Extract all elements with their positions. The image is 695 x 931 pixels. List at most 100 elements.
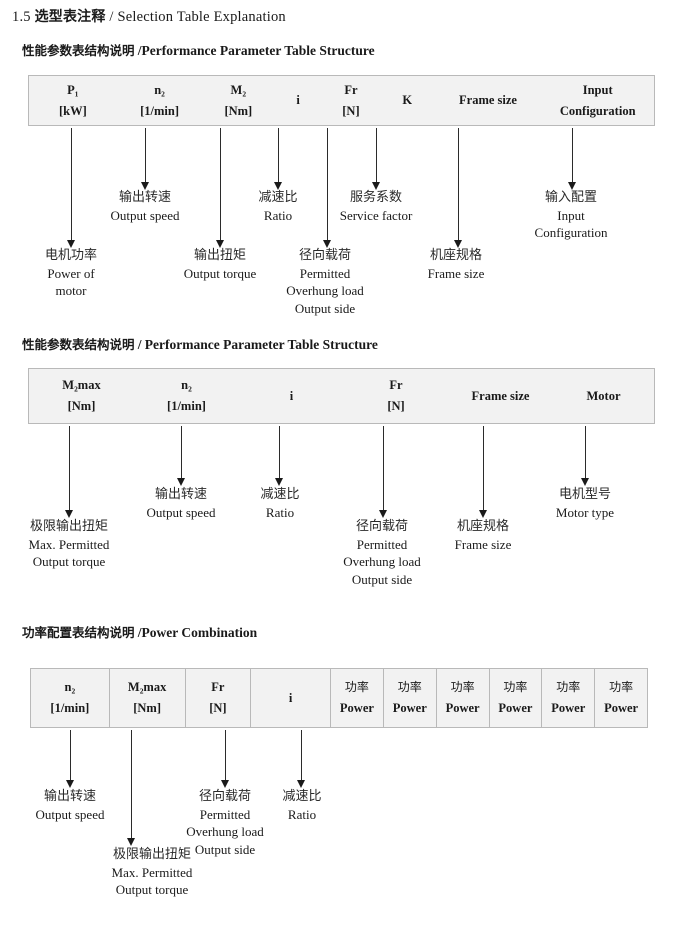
page-title-cn: 选型表注释 [34, 9, 106, 25]
section-3-heading-sep: / [137, 625, 142, 640]
note-permitted-overhung-load-en-1: Permitted [299, 265, 351, 281]
note-permitted-overhung-load-2-en-3: Output side [351, 571, 413, 587]
arrow-to-output-speed [140, 128, 151, 190]
table3-col-fr: Fr [N] [184, 669, 251, 727]
note-ratio-2: 减速比 Ratio [260, 486, 299, 521]
arrow-to-frame-size-2 [478, 426, 489, 518]
table3-col-m2max: M₂max [Nm] [108, 669, 185, 727]
table3-col-power-6-cn: 功率 [609, 679, 634, 694]
section-1-heading-cn: 性能参数表结构说明 [22, 43, 135, 58]
note-frame-size-2-cn: 机座规格 [456, 519, 510, 534]
table2-col-motor-label: Motor [586, 388, 621, 403]
table1-col-fr-unit: [N] [342, 103, 360, 118]
note-max-permitted-output-torque-3-en-1: Max. Permitted [111, 864, 193, 880]
table3-col-power-5-en: Power [551, 700, 586, 715]
page-title: 1.5 选型表注释 / Selection Table Explanation [12, 6, 286, 26]
table3-col-fr-unit: [N] [209, 701, 227, 715]
note-ratio-2-en: Ratio [265, 504, 295, 520]
table2-col-m2max-unit: [Nm] [67, 399, 96, 413]
table1-col-input-configuration-line1: Input [582, 82, 613, 97]
table3-col-power-2: 功率 Power [382, 669, 436, 727]
section-2-heading-sep: / [137, 337, 142, 352]
table1-col-n2: n₂ [1/min] [117, 76, 203, 125]
table1-col-fr: Fr [N] [322, 76, 380, 125]
arrow-to-service-factor [371, 128, 382, 190]
note-permitted-overhung-load-2-en-2: Overhung load [343, 554, 421, 570]
table1-col-i-symbol: i [296, 93, 300, 108]
note-permitted-overhung-load-3: 径向载荷 Permitted Overhung load Output side [186, 788, 264, 858]
table2-col-m2max: M₂max [Nm] [29, 369, 134, 423]
arrow-to-permitted-overhung-load [322, 128, 333, 248]
table3-col-power-1-en: Power [339, 700, 374, 715]
table2-col-frame-size: Frame size [448, 369, 553, 423]
table2-col-n2: n₂ [1/min] [134, 369, 239, 423]
note-ratio-3: 减速比 Ratio [282, 788, 321, 823]
note-power-of-motor-cn: 电机功率 [44, 248, 98, 263]
table1-col-frame-size: Frame size [435, 76, 542, 125]
note-max-permitted-output-torque-cn: 极限输出扭矩 [29, 519, 109, 534]
note-ratio-cn: 减速比 [258, 190, 298, 205]
table1-col-k-symbol: K [402, 93, 413, 108]
note-input-configuration: 输入配置 Input Configuration [535, 189, 608, 242]
note-output-torque-cn: 输出扭矩 [193, 248, 247, 263]
note-ratio-3-en: Ratio [287, 806, 317, 822]
arrow-to-ratio-2 [274, 426, 285, 486]
table3-col-power-2-en: Power [392, 700, 427, 715]
table1-col-input-configuration-line2: Configuration [559, 103, 636, 118]
table1-col-p1: P₁ [kW] [29, 76, 117, 125]
note-motor-type-en: Motor type [555, 504, 615, 520]
table1-col-fr-symbol: Fr [344, 82, 358, 97]
note-output-speed-en: Output speed [110, 207, 180, 223]
table3-col-n2-unit: [1/min] [50, 701, 90, 715]
note-output-speed-cn: 输出转速 [118, 190, 171, 205]
note-ratio-3-cn: 减速比 [282, 789, 322, 804]
table1-col-p1-symbol: P₁ [67, 82, 79, 97]
note-max-permitted-output-torque-en-2: Output torque [32, 554, 106, 570]
section-3-heading-cn: 功率配置表结构说明 [22, 625, 135, 640]
note-service-factor: 服务系数 Service factor [340, 189, 413, 224]
note-permitted-overhung-load-2-cn: 径向载荷 [355, 519, 408, 534]
arrow-to-frame-size [453, 128, 464, 248]
note-input-configuration-en-2: Configuration [534, 225, 608, 241]
section-1-heading-sep: / [137, 43, 142, 58]
section-2-heading: 性能参数表结构说明 / Performance Parameter Table … [22, 334, 378, 353]
table3-col-power-5-cn: 功率 [556, 679, 581, 694]
table3-col-power-3: 功率 Power [435, 669, 489, 727]
table2-col-n2-symbol: n₂ [181, 378, 192, 393]
note-permitted-overhung-load-3-en-1: Permitted [199, 806, 251, 822]
note-output-torque-en: Output torque [183, 265, 257, 281]
section-2-heading-en: Performance Parameter Table Structure [144, 337, 378, 352]
note-ratio: 减速比 Ratio [258, 189, 297, 224]
note-output-speed-3-cn: 输出转速 [43, 789, 96, 804]
table2-col-i: i [239, 369, 344, 423]
table3-col-fr-symbol: Fr [211, 680, 225, 695]
note-max-permitted-output-torque-3: 极限输出扭矩 Max. Permitted Output torque [112, 846, 193, 899]
table3-col-power-6-en: Power [604, 700, 639, 715]
note-output-speed-2: 输出转速 Output speed [147, 486, 216, 521]
section-1-heading: 性能参数表结构说明 /Performance Parameter Table S… [22, 40, 375, 59]
arrow-to-output-torque [215, 128, 226, 248]
note-service-factor-en: Service factor [339, 207, 413, 223]
table3-col-power-6: 功率 Power [594, 669, 647, 727]
performance-parameter-table-2: M₂max [Nm] n₂ [1/min] i Fr [N] Frame siz… [28, 368, 655, 424]
note-motor-type: 电机型号 Motor type [556, 486, 614, 521]
note-motor-type-cn: 电机型号 [558, 487, 612, 502]
note-max-permitted-output-torque-3-en-2: Output torque [115, 882, 189, 898]
arrow-to-max-permitted-output-torque-3 [126, 730, 137, 846]
note-frame-size-cn: 机座规格 [429, 248, 483, 263]
table3-col-n2: n₂ [1/min] [31, 669, 109, 727]
note-permitted-overhung-load-2: 径向载荷 Permitted Overhung load Output side [343, 518, 421, 588]
note-output-torque: 输出扭矩 Output torque [184, 247, 257, 282]
table3-col-m2max-symbol: M₂max [127, 680, 167, 695]
table3-col-power-4-en: Power [498, 700, 533, 715]
note-permitted-overhung-load-2-en-1: Permitted [356, 536, 408, 552]
note-ratio-2-cn: 减速比 [260, 487, 300, 502]
table3-col-power-1-cn: 功率 [344, 679, 369, 694]
performance-parameter-table-1: P₁ [kW] n₂ [1/min] M₂ [Nm] i Fr [N] K Fr… [28, 75, 655, 126]
table1-col-m2-unit: [Nm] [224, 103, 253, 118]
table2-col-n2-unit: [1/min] [167, 399, 206, 413]
table3-col-power-4: 功率 Power [488, 669, 542, 727]
note-output-speed: 输出转速 Output speed [111, 189, 180, 224]
note-output-speed-3: 输出转速 Output speed [36, 788, 105, 823]
section-2-heading-cn: 性能参数表结构说明 [22, 337, 135, 352]
